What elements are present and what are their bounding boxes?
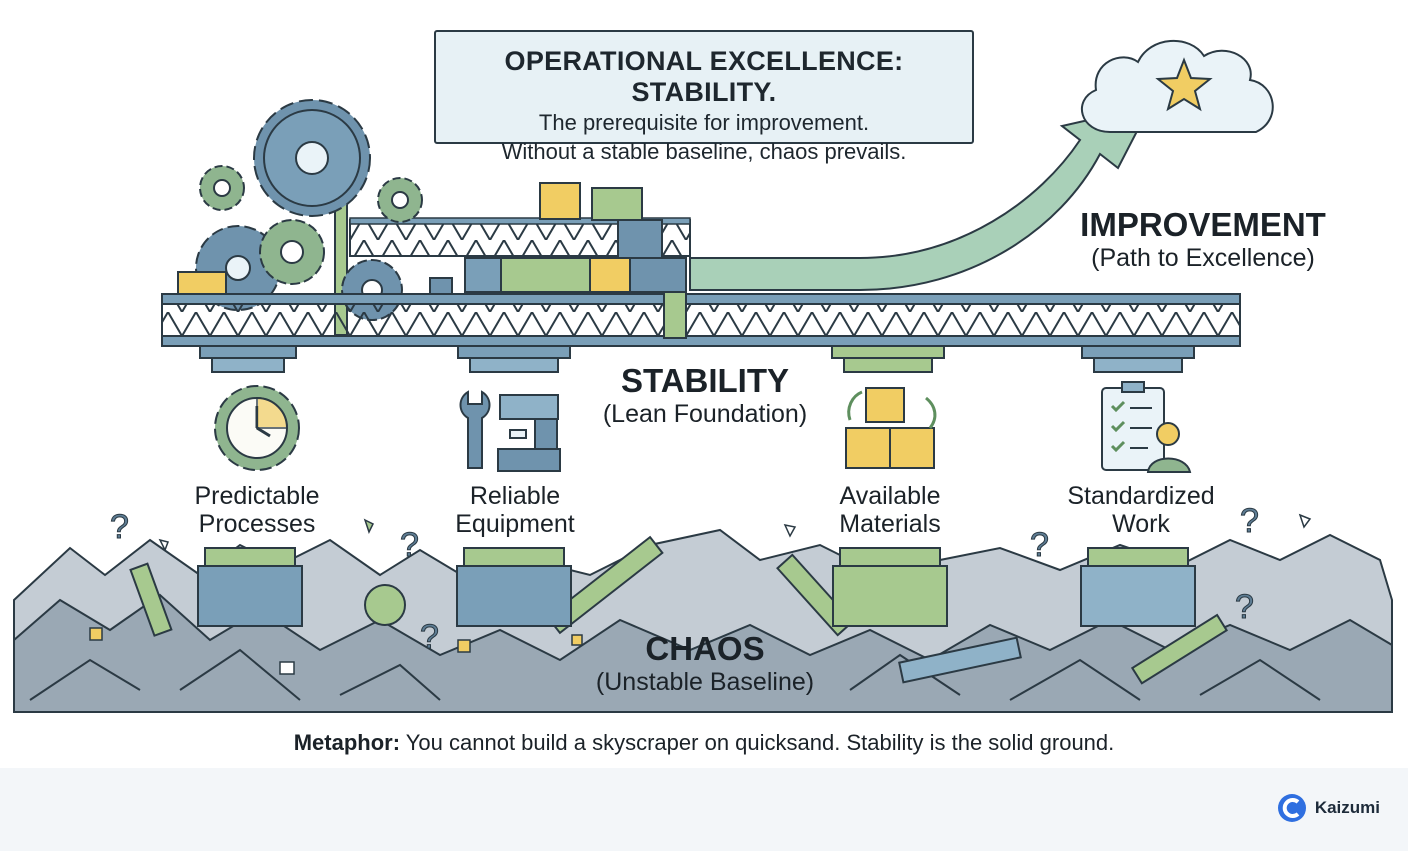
stability-subtitle: (Lean Foundation) [602, 400, 808, 428]
improvement-title: IMPROVEMENT [1080, 206, 1326, 243]
pillar-label-line1: Reliable [469, 482, 561, 510]
headline-line-2: Without a stable baseline, chaos prevail… [501, 139, 907, 164]
chaos-title: CHAOS [645, 630, 765, 667]
pillar-label-reliable-equipment: Reliable Equipment [415, 482, 615, 538]
pillar-label-line2: Processes [198, 510, 316, 538]
metaphor-caption: Metaphor: You cannot build a skyscraper … [0, 730, 1408, 756]
footer-strip [0, 768, 1408, 851]
diagram-illustration: ? ? ? ? ? ? [13, 40, 1393, 713]
svg-text:?: ? [400, 526, 419, 564]
brand-logo[interactable]: Kaizumi [1277, 793, 1380, 823]
wrench-machine-icon [459, 390, 561, 472]
improvement-label: IMPROVEMENT (Path to Excellence) [1068, 206, 1338, 273]
pillar-label-line2: Work [1112, 510, 1170, 538]
stability-title: STABILITY [620, 362, 790, 399]
gear-cluster [177, 99, 423, 321]
rubble-field: ? ? ? ? ? ? [13, 502, 1393, 713]
pillar-label-line1: Predictable [194, 482, 320, 510]
brand-name: Kaizumi [1314, 798, 1380, 817]
pillar-label-standardized-work: Standardized Work [1041, 482, 1241, 538]
pillar-label-line2: Equipment [455, 510, 575, 538]
svg-text:?: ? [1030, 526, 1049, 564]
stability-label: STABILITY (Lean Foundation) [580, 362, 830, 429]
pillar-label-line2: Materials [839, 510, 941, 538]
pillar-label-line1: Standardized [1067, 482, 1215, 510]
pillar-label-predictable-processes: Predictable Processes [157, 482, 357, 538]
chaos-subtitle: (Unstable Baseline) [595, 668, 815, 696]
pillar-label-line1: Available [839, 482, 941, 510]
metaphor-lead: Metaphor: [293, 730, 401, 755]
svg-text:?: ? [110, 508, 129, 546]
gear-clock-icon [214, 385, 300, 471]
metaphor-text: You cannot build a skyscraper on quicksa… [400, 730, 1115, 755]
checklist-worker-icon [1101, 381, 1192, 473]
boxes-icon [845, 387, 937, 469]
pillar-bases [197, 547, 1196, 627]
headline-box: OPERATIONAL EXCELLENCE: STABILITY. The p… [434, 30, 974, 164]
svg-text:?: ? [1235, 588, 1254, 626]
kaizumi-logo-icon [1277, 794, 1306, 822]
headline-title: OPERATIONAL EXCELLENCE: STABILITY. [504, 46, 904, 107]
headline-line-1: The prerequisite for improvement. [538, 110, 870, 135]
improvement-subtitle: (Path to Excellence) [1091, 244, 1315, 272]
cloud-star-icon [1080, 40, 1274, 133]
chaos-label: CHAOS (Unstable Baseline) [570, 630, 840, 697]
svg-text:?: ? [420, 618, 439, 656]
pillar-label-available-materials: Available Materials [790, 482, 990, 538]
pillar-caps [199, 345, 1195, 373]
stability-beam [161, 291, 1241, 347]
svg-text:?: ? [1240, 502, 1259, 540]
